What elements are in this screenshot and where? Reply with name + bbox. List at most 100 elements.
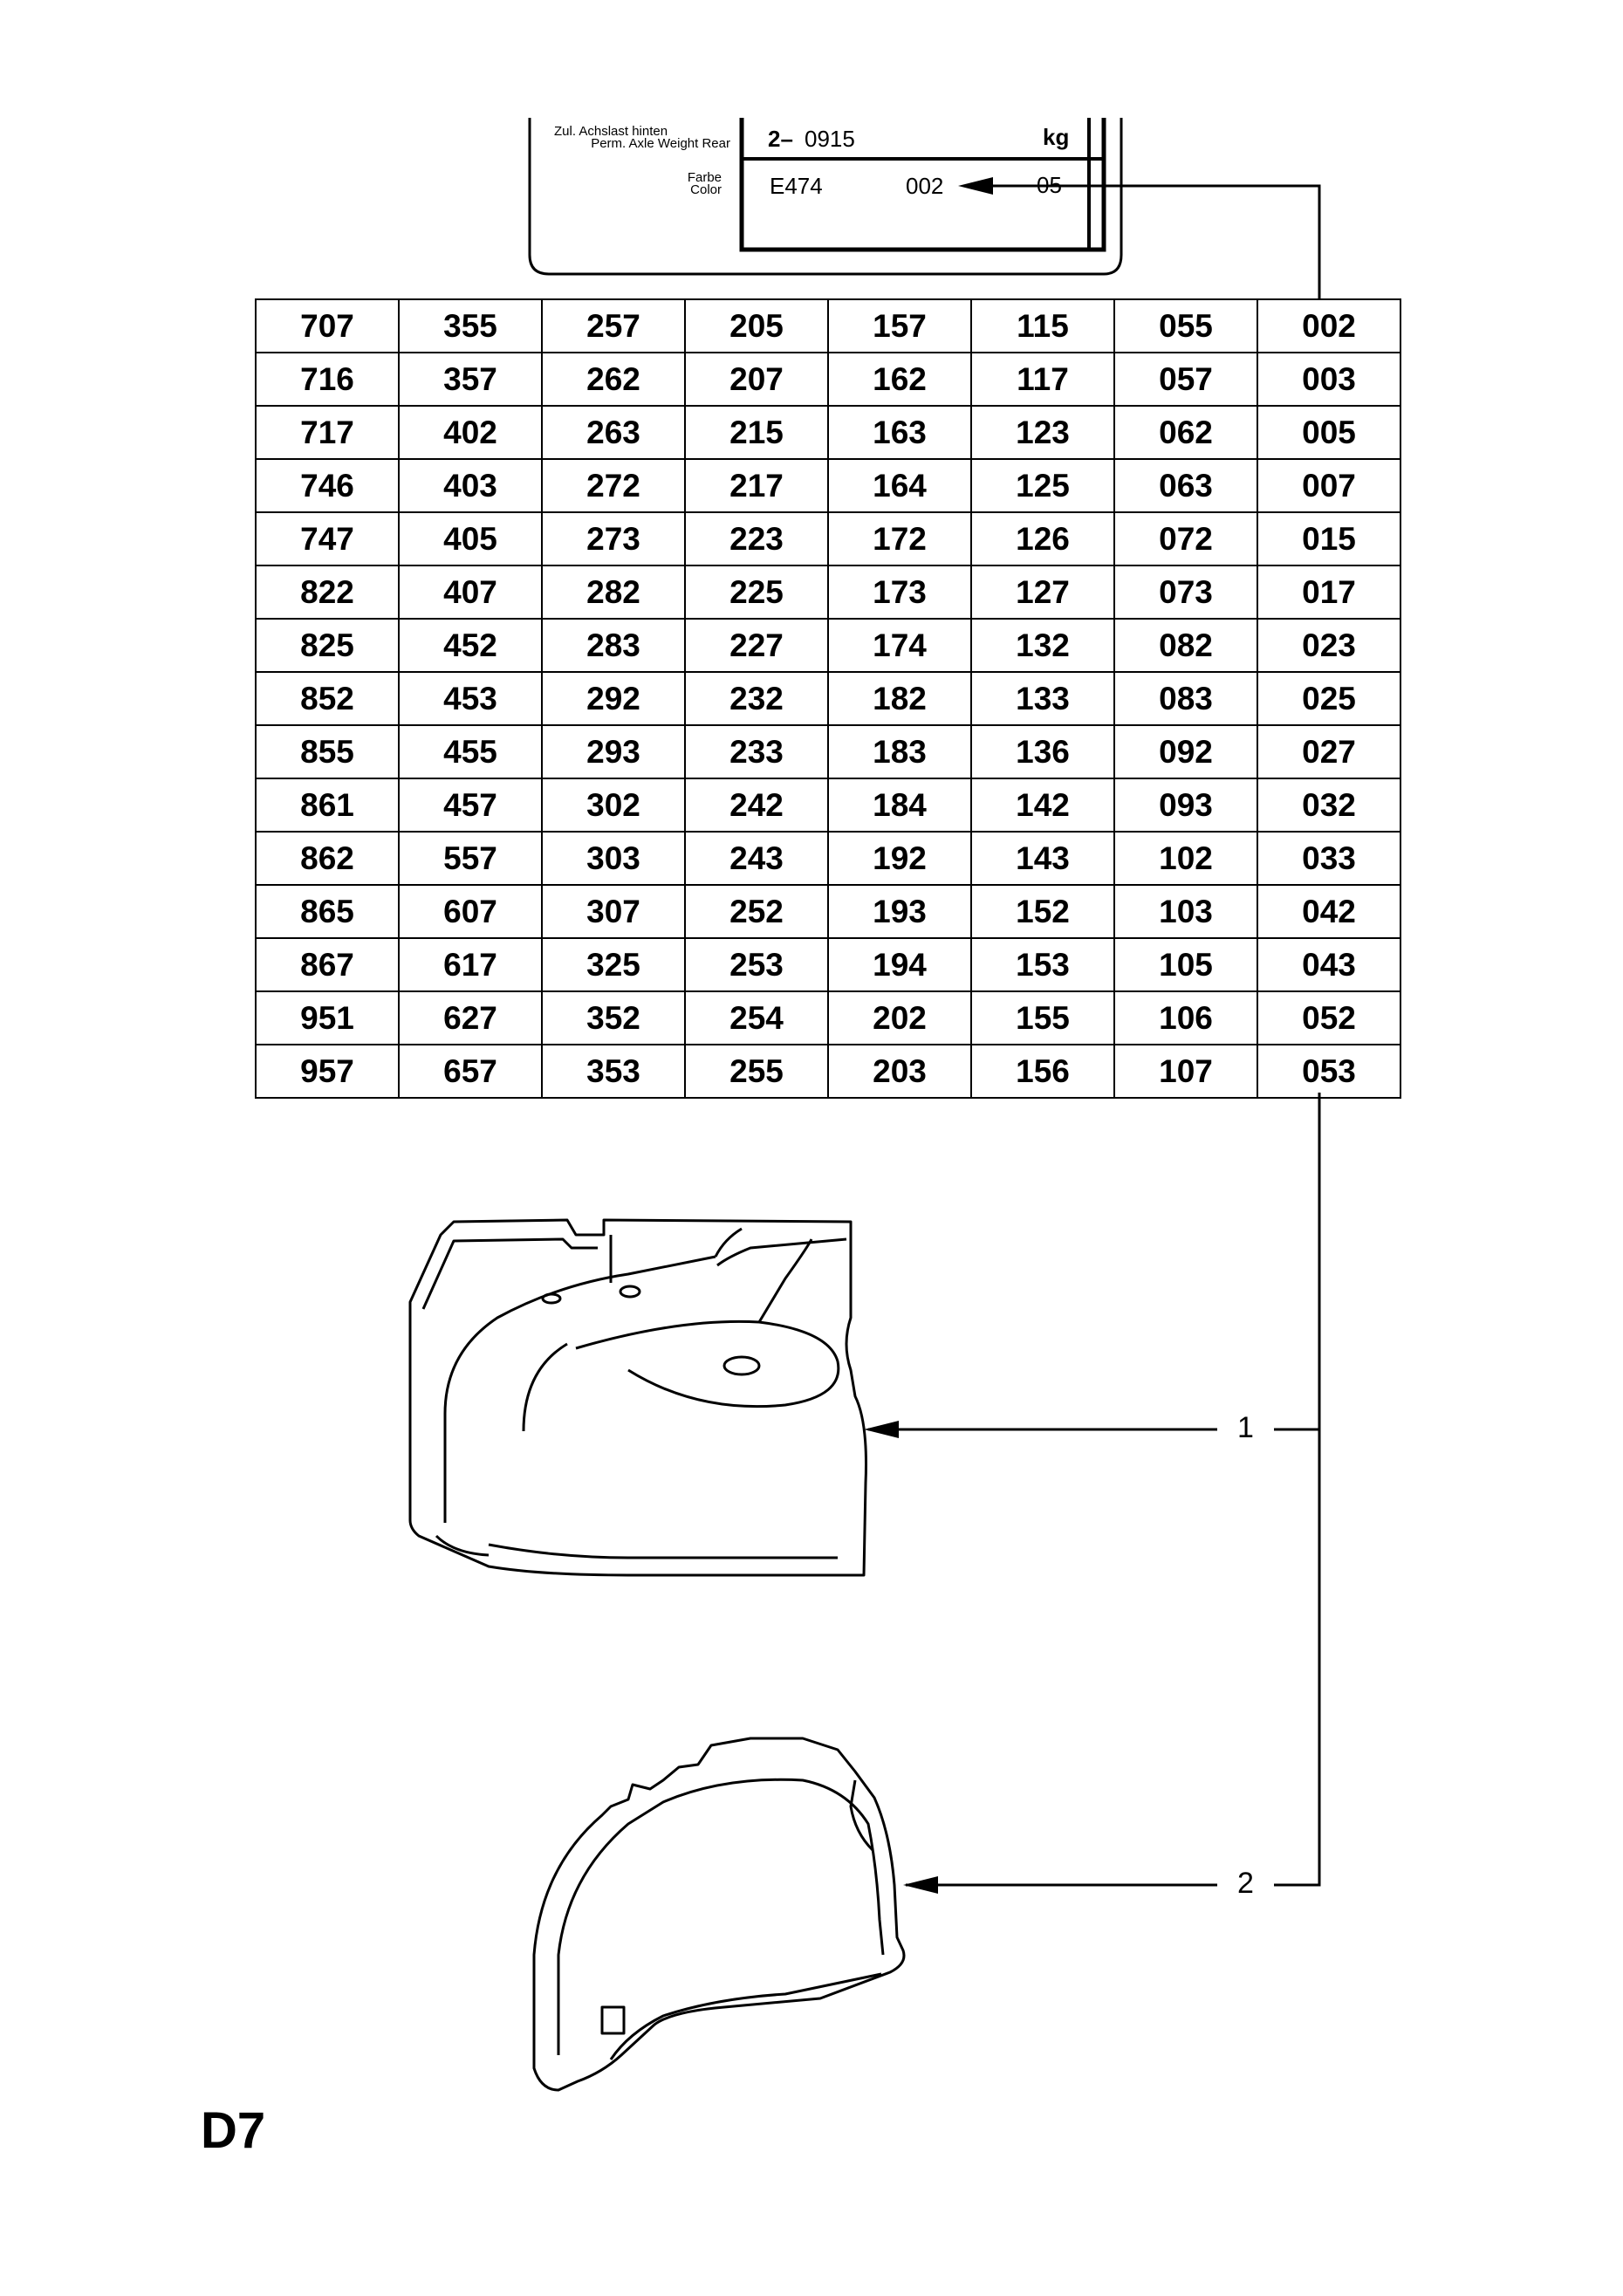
table-cell: 262: [541, 352, 686, 407]
table-cell: 093: [1113, 778, 1258, 833]
table-cell: 032: [1257, 778, 1401, 833]
table-cell: 073: [1113, 565, 1258, 620]
table-cell: 402: [398, 405, 543, 460]
table-cell: 263: [541, 405, 686, 460]
table-cell: 617: [398, 937, 543, 992]
axle-weight-label-en: Perm. Axle Weight Rear: [591, 136, 730, 151]
table-cell: 105: [1113, 937, 1258, 992]
part-2-arch-cover-drawing: [532, 1737, 906, 2092]
table-cell: 007: [1257, 458, 1401, 513]
table-cell: 607: [398, 884, 543, 939]
table-cell: 025: [1257, 671, 1401, 726]
table-cell: 027: [1257, 724, 1401, 779]
table-cell: 957: [255, 1044, 400, 1099]
table-cell: 132: [970, 618, 1115, 673]
axle-weight-prefix: 2–: [768, 126, 793, 152]
table-cell: 136: [970, 724, 1115, 779]
table-cell: 072: [1113, 511, 1258, 566]
table-cell: 193: [827, 884, 972, 939]
table-cell: 053: [1257, 1044, 1401, 1099]
color-connector-line: [979, 184, 1321, 298]
table-cell: 183: [827, 724, 972, 779]
table-cell: 042: [1257, 884, 1401, 939]
color-code: E474: [770, 173, 823, 199]
table-cell: 174: [827, 618, 972, 673]
table-cell: 107: [1113, 1044, 1258, 1099]
table-cell: 254: [684, 990, 829, 1045]
color-label: Farbe Color: [624, 171, 722, 196]
table-cell: 052: [1257, 990, 1401, 1045]
table-cell: 272: [541, 458, 686, 513]
table-cell: 133: [970, 671, 1115, 726]
callout-2: 2: [1237, 1867, 1254, 1900]
table-cell: 164: [827, 458, 972, 513]
table-cell: 126: [970, 511, 1115, 566]
table-cell: 282: [541, 565, 686, 620]
table-cell: 106: [1113, 990, 1258, 1045]
table-cell: 155: [970, 990, 1115, 1045]
table-cell: 455: [398, 724, 543, 779]
color-arrowhead: [958, 177, 993, 195]
table-cell: 173: [827, 565, 972, 620]
callout-1-arrowhead: [864, 1421, 899, 1438]
table-cell: 083: [1113, 671, 1258, 726]
table-cell: 156: [970, 1044, 1115, 1099]
table-cell: 255: [684, 1044, 829, 1099]
table-cell: 233: [684, 724, 829, 779]
table-cell: 002: [1257, 298, 1401, 353]
table-cell: 127: [970, 565, 1115, 620]
axle-weight-label-de: Zul. Achslast hinten: [554, 124, 668, 139]
table-cell: 353: [541, 1044, 686, 1099]
table-cell: 194: [827, 937, 972, 992]
table-cell: 015: [1257, 511, 1401, 566]
table-cell: 043: [1257, 937, 1401, 992]
table-cell: 867: [255, 937, 400, 992]
table-cell: 253: [684, 937, 829, 992]
table-cell: 017: [1257, 565, 1401, 620]
table-cell: 157: [827, 298, 972, 353]
table-cell: 153: [970, 937, 1115, 992]
table-cell: 227: [684, 618, 829, 673]
table-cell: 033: [1257, 831, 1401, 886]
table-cell: 405: [398, 511, 543, 566]
table-cell: 205: [684, 298, 829, 353]
table-cell: 003: [1257, 352, 1401, 407]
table-cell: 357: [398, 352, 543, 407]
table-cell: 657: [398, 1044, 543, 1099]
table-cell: 192: [827, 831, 972, 886]
table-cell: 283: [541, 618, 686, 673]
table-cell: 352: [541, 990, 686, 1045]
table-cell: 302: [541, 778, 686, 833]
table-cell: 115: [970, 298, 1115, 353]
table-cell: 217: [684, 458, 829, 513]
table-cell: 203: [827, 1044, 972, 1099]
table-cell: 825: [255, 618, 400, 673]
table-cell: 746: [255, 458, 400, 513]
axle-weight-label: Zul. Achslast hinten Perm. Axle Weight R…: [537, 124, 730, 151]
table-cell: 142: [970, 778, 1115, 833]
table-cell: 716: [255, 352, 400, 407]
axle-weight-value: 0915: [805, 126, 855, 152]
table-cell: 182: [827, 671, 972, 726]
table-cell: 717: [255, 405, 400, 460]
table-cell: 215: [684, 405, 829, 460]
table-cell: 453: [398, 671, 543, 726]
table-cell: 257: [541, 298, 686, 353]
table-cell: 852: [255, 671, 400, 726]
table-cell: 225: [684, 565, 829, 620]
callout-connector-line: [1274, 1093, 1321, 1887]
table-cell: 023: [1257, 618, 1401, 673]
table-cell: 951: [255, 990, 400, 1045]
